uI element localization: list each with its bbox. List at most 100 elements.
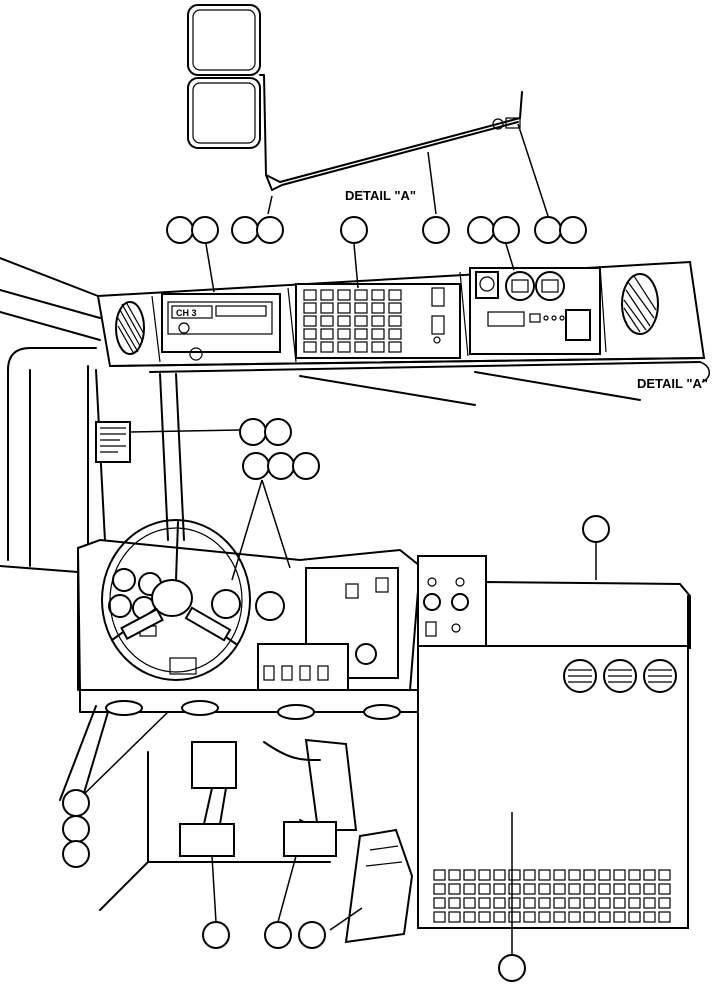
svg-text:CH 3: CH 3: [176, 308, 197, 318]
vent-slot: [478, 883, 491, 895]
key-button: [354, 289, 368, 301]
key-button: [337, 315, 351, 327]
vent-slot: [643, 911, 656, 923]
speaker-left: [115, 301, 145, 355]
callout-circle: [498, 954, 526, 982]
callout-circle: [62, 815, 90, 843]
key-button: [337, 341, 351, 353]
vent-slot: [463, 897, 476, 909]
callout-circle: [264, 921, 292, 949]
vent-slot: [613, 883, 626, 895]
vent-slot: [613, 869, 626, 881]
key-button: [388, 315, 402, 327]
vent-slot: [508, 897, 521, 909]
brake-pedal: [179, 741, 237, 857]
vent-slot: [568, 897, 581, 909]
vent-slot: [553, 869, 566, 881]
vent-slot: [643, 869, 656, 881]
vent-slot: [433, 883, 446, 895]
leader-lines: [75, 123, 597, 958]
mirror-assembly: [187, 4, 523, 191]
cabinet-vent-grid: [433, 869, 671, 923]
callout-circle: [239, 418, 267, 446]
callout-circle: [340, 216, 368, 244]
vent-slot: [508, 883, 521, 895]
callout-circle: [467, 216, 495, 244]
callout-circle: [62, 789, 90, 817]
key-button: [388, 289, 402, 301]
vent-slot: [613, 897, 626, 909]
key-button: [354, 315, 368, 327]
vent-slot: [523, 883, 536, 895]
vent-slot: [508, 911, 521, 923]
vent-slot: [658, 911, 671, 923]
vent-slot: [433, 869, 446, 881]
vent-slot: [478, 897, 491, 909]
key-button: [354, 341, 368, 353]
key-button: [388, 302, 402, 314]
pedal-area: [99, 751, 331, 911]
vent-slot: [583, 869, 596, 881]
detail-a-label-right: DETAIL "A": [637, 376, 708, 391]
gauge-panel: [469, 267, 601, 355]
callout-circle: [62, 840, 90, 868]
detail-a-label-top: DETAIL "A": [345, 188, 416, 203]
key-button: [354, 328, 368, 340]
vent-slot: [583, 897, 596, 909]
vent-slot: [613, 911, 626, 923]
floor-vents: [105, 700, 401, 720]
key-button: [303, 315, 317, 327]
callout-circle: [492, 216, 520, 244]
steering-wheel: [101, 519, 251, 681]
vent-slot: [493, 869, 506, 881]
vent-slot: [538, 897, 551, 909]
vent-slot: [523, 869, 536, 881]
key-button: [371, 315, 385, 327]
vent-slot: [433, 911, 446, 923]
vent-slot: [553, 911, 566, 923]
vent-slot: [448, 897, 461, 909]
vent-slot: [448, 869, 461, 881]
vent-slot: [478, 911, 491, 923]
switch-box: [417, 555, 487, 661]
vent-slot: [538, 869, 551, 881]
switch-grid-panel: [295, 283, 461, 359]
storage-cabinet: [417, 580, 691, 929]
vent-slot: [463, 883, 476, 895]
vent-slot: [598, 897, 611, 909]
callout-circle: [422, 216, 450, 244]
vent-slot: [508, 869, 521, 881]
vent-slot: [643, 897, 656, 909]
key-button: [320, 302, 334, 314]
accelerator-pedal: [263, 738, 358, 857]
key-button: [388, 341, 402, 353]
vent-slot: [583, 911, 596, 923]
vent-slot: [493, 897, 506, 909]
vent-slot: [628, 897, 641, 909]
key-button: [303, 328, 317, 340]
vent-slot: [463, 869, 476, 881]
vent-slot: [493, 911, 506, 923]
key-button: [337, 328, 351, 340]
vent-slot: [658, 883, 671, 895]
key-button: [303, 341, 317, 353]
radio: CH 3: [161, 293, 281, 361]
callout-circle: [298, 921, 326, 949]
vent-slot: [598, 869, 611, 881]
vent-slot: [658, 869, 671, 881]
key-button: [371, 328, 385, 340]
callout-circle: [256, 216, 284, 244]
vent-slot: [478, 869, 491, 881]
cab-door: [7, 347, 185, 567]
callout-circle: [202, 921, 230, 949]
vent-slot: [628, 883, 641, 895]
key-button: [320, 289, 334, 301]
callout-circle: [242, 452, 270, 480]
vent-slot: [568, 869, 581, 881]
key-grid: [303, 289, 402, 353]
key-button: [320, 341, 334, 353]
vent-slot: [628, 911, 641, 923]
callout-circle: [292, 452, 320, 480]
key-button: [354, 302, 368, 314]
